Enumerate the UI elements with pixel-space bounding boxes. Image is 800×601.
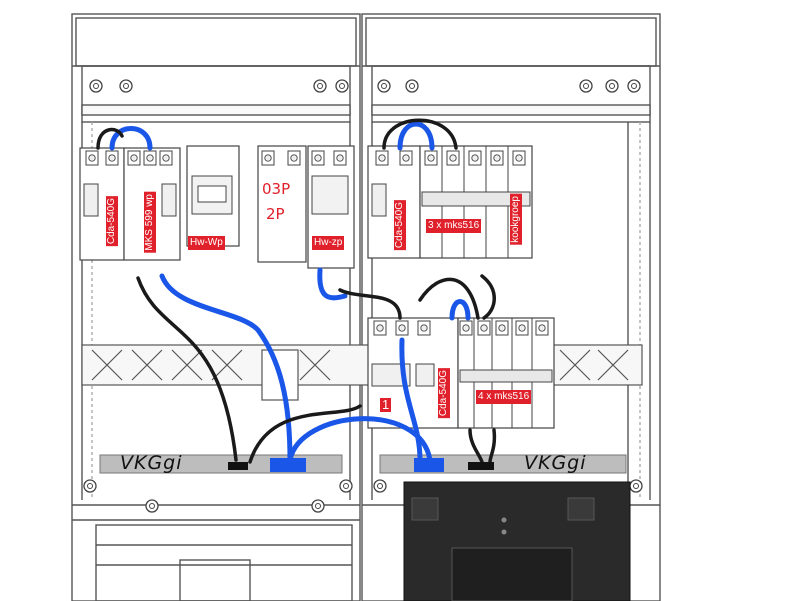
kookgroep-label: kookgroep	[510, 194, 522, 245]
small-red-mark: 1	[380, 397, 392, 412]
left-main-switch-label: Cda-540G	[106, 196, 118, 247]
left-busbar-tag: VKGgi	[120, 452, 183, 474]
four-mks-label: 4 x mks516	[476, 390, 532, 404]
hw-zp-label: Hw-zp	[312, 236, 345, 250]
blue-wires	[109, 121, 471, 463]
left-kwh-meter-label: MKS 599 wp	[144, 192, 156, 253]
black-wires	[96, 118, 497, 464]
middle-module	[257, 145, 307, 263]
upper-right-main-switch-label: Cda-540G	[394, 200, 406, 251]
wire-terminals	[228, 458, 494, 472]
right-busbar-tag: VKGgi	[524, 452, 587, 474]
lower-right-modules	[367, 317, 555, 429]
meter-box	[403, 481, 631, 601]
three-mks-label: 3 x mks516	[426, 219, 482, 233]
lower-main-switch-label: Cda-540G	[438, 368, 450, 419]
handwritten-2p: 2P	[266, 205, 285, 223]
hw-wp-label: Hw-Wp	[188, 236, 225, 250]
hw-wp-meter-module	[186, 145, 240, 247]
handwritten-03p: 03P	[262, 180, 291, 198]
